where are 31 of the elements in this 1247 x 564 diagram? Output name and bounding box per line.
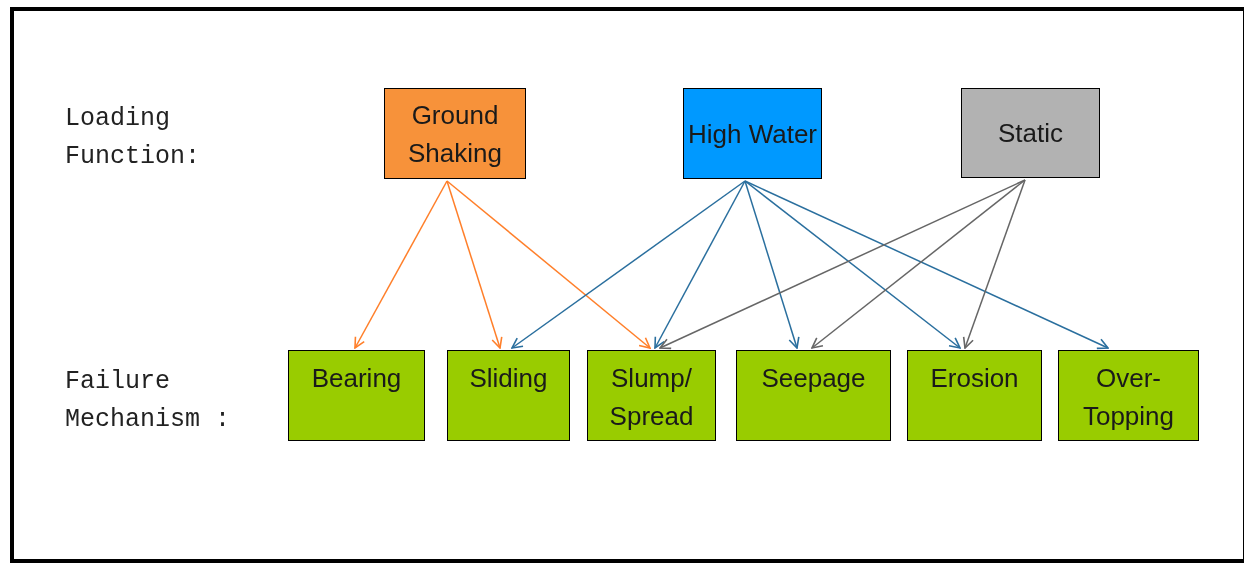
loading-function-box bbox=[683, 88, 822, 179]
row-label: Failure Mechanism : bbox=[65, 366, 232, 436]
arrow bbox=[654, 180, 746, 349]
failure-mechanism-box bbox=[288, 350, 425, 441]
box-label: Slump/ Spread bbox=[608, 362, 695, 433]
failure-mechanism-box bbox=[447, 350, 570, 441]
failure-mechanism-box bbox=[1058, 350, 1199, 441]
box-label: Sliding bbox=[469, 362, 548, 395]
arrow bbox=[811, 179, 1026, 349]
arrow bbox=[511, 180, 746, 349]
arrow bbox=[744, 180, 1109, 350]
arrow bbox=[962, 179, 1026, 349]
box-label: Bearing bbox=[311, 362, 402, 395]
row-label: Loading Function: bbox=[65, 103, 202, 173]
arrow bbox=[744, 180, 961, 349]
box-label: Seepage bbox=[761, 362, 866, 395]
loading-function-box bbox=[384, 88, 526, 179]
arrow bbox=[744, 180, 800, 349]
arrow bbox=[446, 180, 503, 349]
box-label: High Water bbox=[687, 117, 818, 151]
box-label: Ground Shaking bbox=[407, 98, 503, 170]
loading-function-box bbox=[961, 88, 1100, 178]
arrow bbox=[446, 180, 651, 349]
failure-mechanism-box bbox=[587, 350, 716, 441]
failure-mechanism-box bbox=[736, 350, 891, 441]
box-label: Static bbox=[998, 117, 1063, 150]
box-label: Over- Topping bbox=[1081, 362, 1176, 433]
arrow bbox=[354, 180, 448, 349]
box-label: Erosion bbox=[930, 362, 1019, 395]
failure-mechanism-box bbox=[907, 350, 1042, 441]
arrow bbox=[659, 179, 1026, 350]
